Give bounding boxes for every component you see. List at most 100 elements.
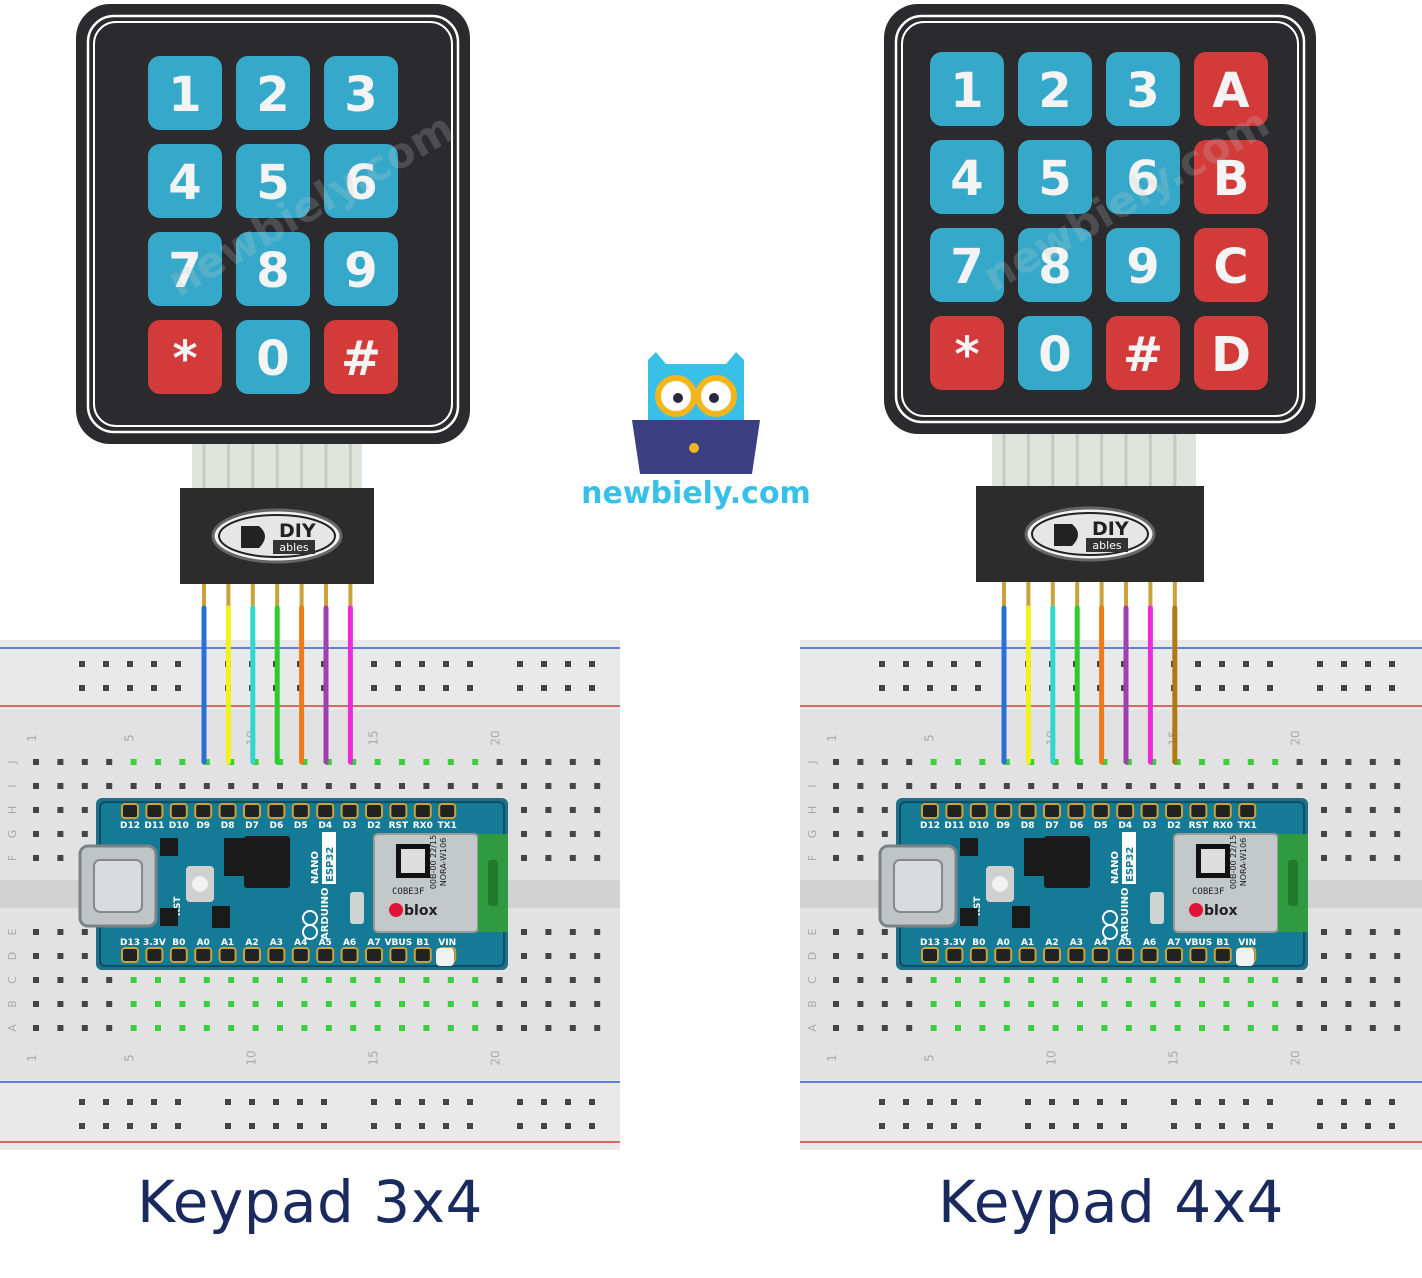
terminal-hole: [423, 783, 430, 789]
board-pin: [413, 947, 432, 963]
row-label: F: [6, 855, 19, 861]
keypad-key: [1018, 228, 1092, 302]
board-pin: [1091, 803, 1110, 819]
row-label: E: [6, 928, 19, 935]
rail-hole: [565, 1123, 571, 1129]
terminal-hole: [1296, 759, 1303, 765]
keypad-key-label: #: [341, 331, 381, 387]
pin-label: D6: [270, 821, 284, 831]
keypad-key-label: 2: [1038, 63, 1071, 119]
rail-hole: [1389, 685, 1395, 691]
pin-label: A0: [997, 938, 1010, 948]
board-pin: [194, 947, 213, 963]
terminal-hole: [1321, 783, 1327, 789]
pin-label: TX1: [1238, 821, 1257, 831]
pin-label: D6: [1070, 821, 1084, 831]
pin-label: D12: [920, 821, 940, 831]
terminal-hole: [81, 807, 88, 813]
column-label: 5: [123, 1054, 137, 1062]
terminal-hole: [1272, 783, 1279, 789]
terminal-hole: [1077, 1001, 1083, 1007]
pin-label: D4: [1118, 821, 1132, 831]
terminal-hole: [325, 783, 332, 789]
rail-hole: [127, 1099, 133, 1105]
column-label: 20: [489, 730, 503, 745]
pin-label: B0: [172, 938, 185, 948]
terminal-hole: [545, 759, 552, 765]
keypad-key-label: 0: [256, 331, 289, 387]
terminal-hole: [833, 807, 839, 813]
keypad-key: [1194, 228, 1268, 302]
board-pin: [340, 803, 359, 819]
terminal-hole: [1125, 1001, 1132, 1007]
terminal-hole: [1345, 855, 1352, 861]
site-name[interactable]: newbiely.com: [581, 476, 811, 511]
terminal-hole: [179, 759, 186, 765]
terminal-hole: [594, 929, 601, 935]
terminal-hole: [857, 855, 864, 861]
terminal-hole: [545, 1001, 552, 1007]
module-label: 00B-00 22/15: [429, 835, 438, 889]
terminal-hole: [301, 977, 308, 983]
keypad-border-inner: [901, 21, 1299, 417]
smd-chip: [960, 908, 978, 926]
board-pin: [340, 947, 359, 963]
terminal-hole: [374, 783, 381, 789]
terminal-hole: [496, 1025, 503, 1031]
terminal-hole: [545, 929, 552, 935]
rail-hole: [1267, 1123, 1273, 1129]
row-label: A: [6, 1024, 19, 1032]
keypad-key-label: C: [1213, 239, 1248, 295]
terminal-hole: [857, 831, 864, 837]
caption-keypad-4x4: Keypad 4x4: [938, 1168, 1284, 1236]
board-pin: [389, 803, 408, 819]
terminal-hole: [277, 1025, 283, 1031]
board-pin: [1043, 803, 1061, 819]
board-pin: [145, 803, 164, 819]
terminal-hole: [1296, 1001, 1303, 1007]
terminal-hole: [569, 855, 576, 861]
terminal-hole: [447, 977, 454, 983]
rail-hole: [175, 661, 181, 667]
board-pin: [291, 803, 310, 819]
terminal-hole: [228, 977, 235, 983]
rail-hole: [467, 661, 473, 667]
rail-hole: [175, 1099, 181, 1105]
rail-hole: [127, 1123, 133, 1129]
board-pin: [1238, 803, 1257, 819]
terminal-hole: [252, 783, 259, 789]
rail-hole: [395, 661, 401, 667]
rail-hole: [975, 661, 981, 667]
keypad-key-label: 8: [1038, 239, 1071, 295]
keypad-key-label: 7: [950, 239, 983, 295]
pin-label: RST: [389, 821, 409, 831]
pin-label: D12: [120, 821, 140, 831]
terminal-hole: [930, 977, 937, 983]
rail-hole: [151, 685, 157, 691]
column-label: 20: [1289, 1050, 1303, 1065]
terminal-hole: [1394, 831, 1401, 837]
board-pin: [1189, 803, 1208, 819]
rail-hole: [589, 685, 595, 691]
reset-button-cap: [992, 876, 1008, 892]
pin-label: B1: [1216, 938, 1229, 948]
keypad-key-label: 9: [344, 243, 377, 299]
terminal-hole: [33, 929, 39, 935]
pin-label: D7: [245, 821, 259, 831]
terminal-hole: [1052, 977, 1059, 983]
terminal-hole: [1247, 1025, 1254, 1031]
terminal-hole: [1394, 1025, 1401, 1031]
terminal-hole: [1125, 783, 1132, 789]
pin-label: A2: [245, 938, 258, 948]
rail-hole: [1341, 661, 1347, 667]
reset-label: RST: [173, 896, 183, 916]
site-logo[interactable]: newbiely.com: [566, 350, 826, 520]
terminal-hole: [252, 1001, 259, 1007]
terminal-hole: [881, 831, 888, 837]
terminal-hole: [1028, 1001, 1035, 1007]
rail-hole: [975, 1099, 981, 1105]
keypad-key: [324, 144, 398, 218]
rail-hole: [1243, 1099, 1249, 1105]
